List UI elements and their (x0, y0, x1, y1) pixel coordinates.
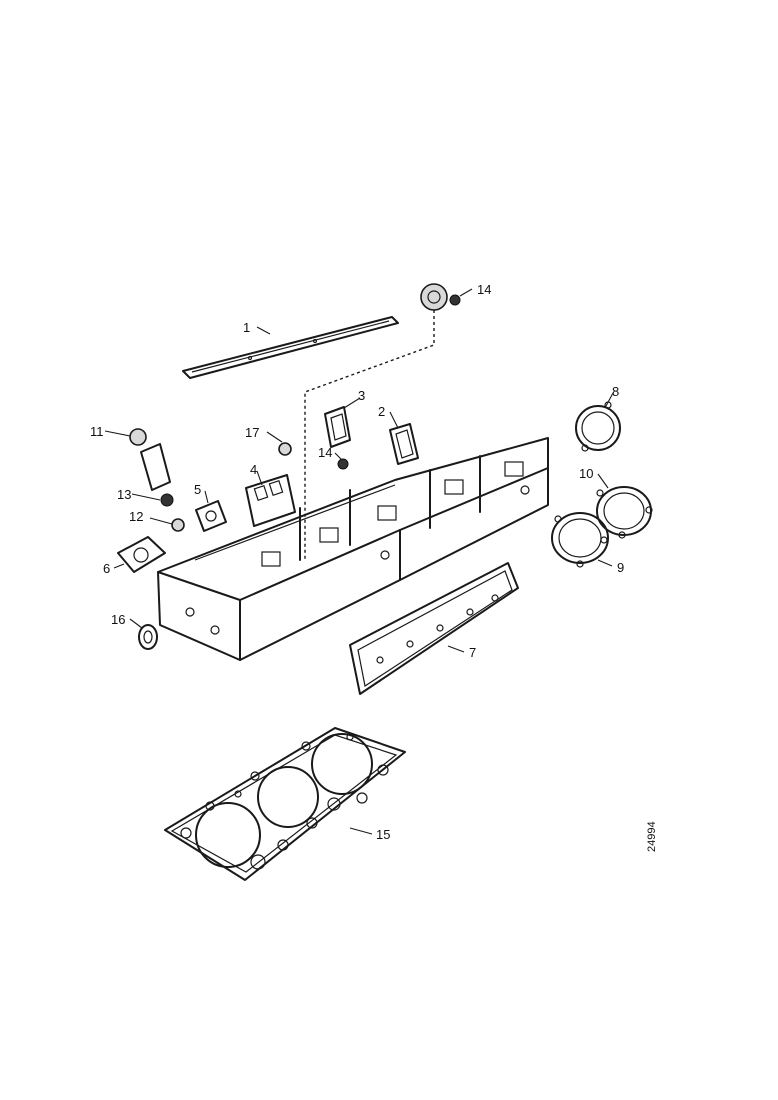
callout-15: 15 (376, 827, 390, 842)
round-gasket-10 (596, 486, 653, 539)
callout-10: 10 (579, 466, 593, 481)
manifold-gasket-4 (245, 474, 296, 527)
callout-14-top: 14 (477, 282, 491, 297)
callout-7: 7 (469, 645, 476, 660)
gasket-2 (389, 423, 419, 465)
fitting-stack (129, 428, 185, 532)
round-gasket-8 (575, 401, 621, 452)
drawing-number: 24994 (646, 821, 658, 852)
leader-lines (104, 288, 614, 835)
callout-2: 2 (378, 404, 385, 419)
top-cap-dashed-guide (304, 310, 435, 560)
callout-9: 9 (617, 560, 624, 575)
callout-4: 4 (250, 462, 257, 477)
flange-gasket-6 (117, 536, 166, 573)
callout-6: 6 (103, 561, 110, 576)
callout-12: 12 (129, 509, 143, 524)
nut-14-middle (337, 458, 349, 470)
gasket-5 (195, 500, 227, 532)
top-cap-and-nut (420, 283, 461, 311)
rocker-cover-gasket-7 (349, 562, 519, 695)
callout-3: 3 (358, 388, 365, 403)
cylinder-head (157, 437, 549, 661)
gasket-16 (138, 624, 158, 650)
head-gasket-15 (164, 727, 406, 881)
callout-14-middle: 14 (318, 445, 332, 460)
round-gasket-9 (551, 512, 609, 568)
gasket-3 (324, 406, 351, 448)
washer-17 (278, 442, 292, 456)
callout-8: 8 (612, 384, 619, 399)
valve-cover-gasket (182, 316, 399, 379)
callout-13: 13 (117, 487, 131, 502)
callout-1: 1 (243, 320, 250, 335)
callout-17: 17 (245, 425, 259, 440)
callout-11: 11 (90, 424, 104, 439)
callout-5: 5 (194, 482, 201, 497)
callout-16: 16 (111, 612, 125, 627)
